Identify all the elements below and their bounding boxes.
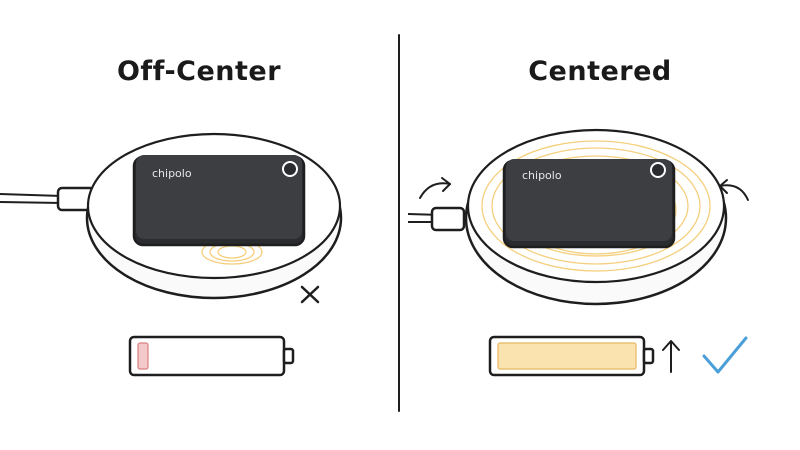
panel-centered: Centered chipolo [400,0,800,450]
battery-level-fill [497,342,637,370]
charging-cable [0,186,96,212]
battery-low [128,335,295,377]
tracker-logo: chipolo [522,169,562,182]
centered-illustration: chipolo [407,128,749,377]
check-icon [702,336,748,374]
battery-level-fill [137,342,149,370]
panel-off-center: Off-Center chipolo [0,0,398,450]
panel-divider [398,34,400,412]
cross-icon [300,285,320,304]
charging-cable [407,206,466,232]
tracker-device: chipolo [502,159,676,249]
tracker-logo: chipolo [152,167,192,180]
curved-arrow-right-icon [719,179,749,201]
tracker-device: chipolo [132,155,306,247]
panel-title-centered: Centered [528,56,672,87]
off-center-illustration: chipolo [0,132,343,377]
curved-arrow-left-icon [419,177,451,199]
arrow-up-icon [662,340,680,373]
panel-title-off-center: Off-Center [116,56,282,87]
battery-full [488,335,655,377]
